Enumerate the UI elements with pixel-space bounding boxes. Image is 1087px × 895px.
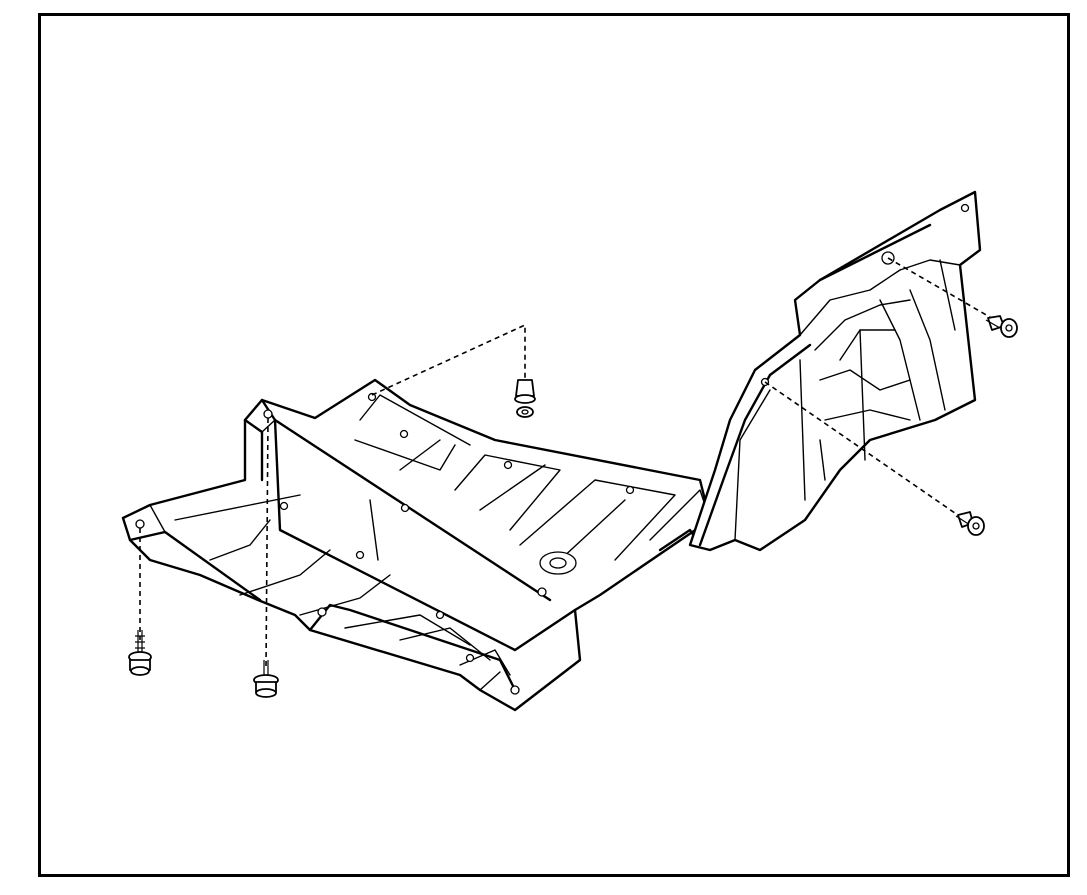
undercover-side-guard <box>688 190 982 552</box>
fastener-guide-lines <box>139 257 996 669</box>
bolt-side-lower <box>955 511 985 536</box>
diagram-frame <box>38 13 1070 877</box>
clip-upper-center <box>514 379 536 418</box>
undercover-front <box>121 378 712 712</box>
bolt-front-left <box>128 630 152 676</box>
bolt-side-upper <box>985 315 1018 338</box>
bolt-front-center <box>253 660 279 698</box>
